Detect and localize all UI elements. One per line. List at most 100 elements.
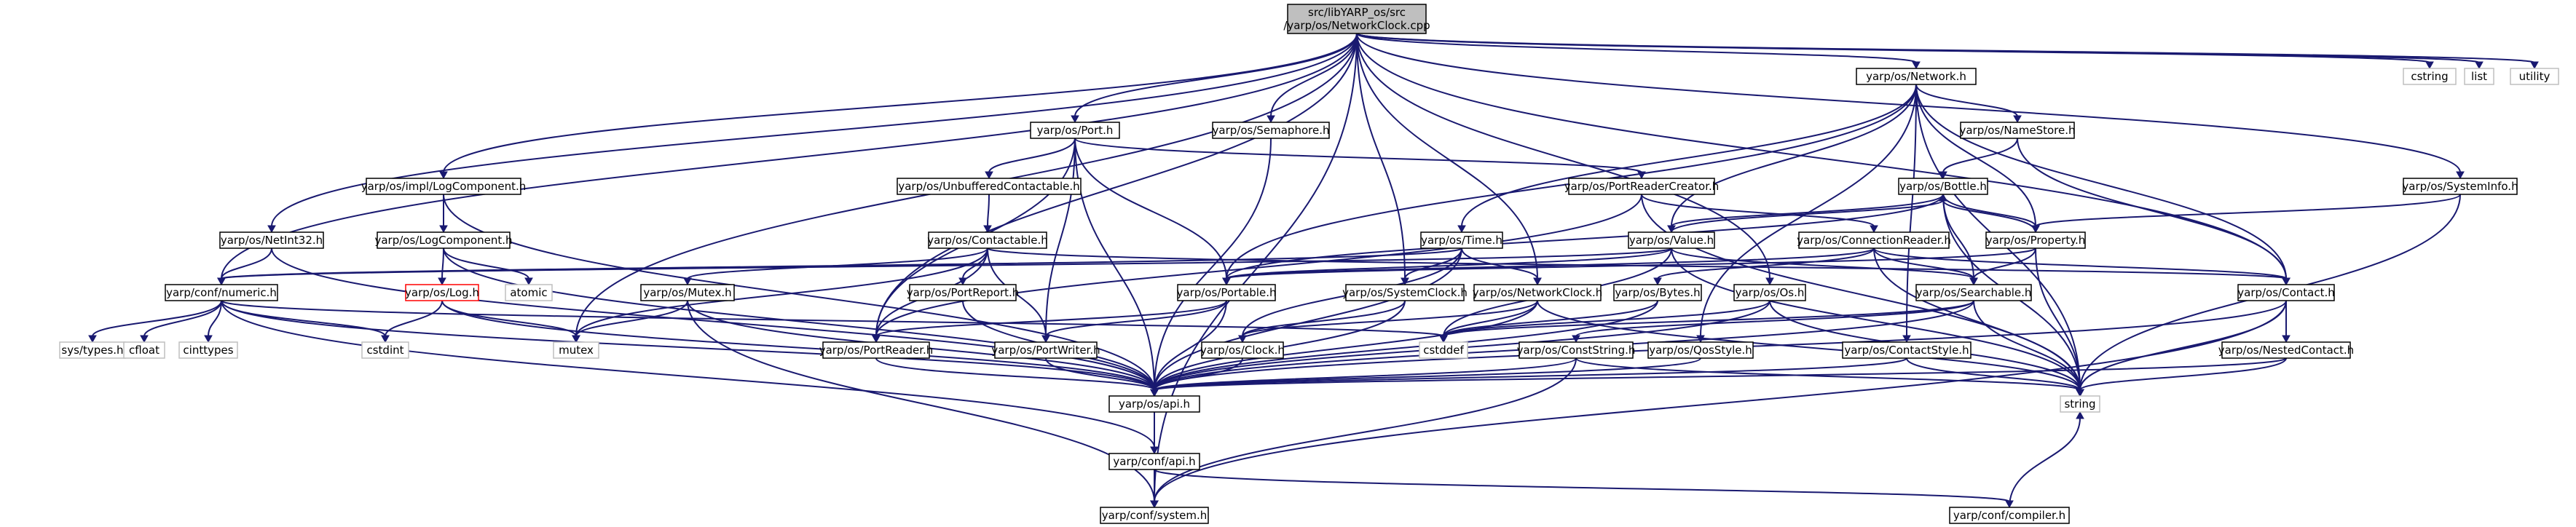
node-property[interactable]: yarp/os/Property.h <box>1985 231 2086 249</box>
node-box <box>1030 122 1120 139</box>
node-netint32[interactable]: yarp/os/NetInt32.h <box>219 231 324 249</box>
edge-portWriter-to-api <box>1045 357 1155 391</box>
node-label: yarp/os/SystemClock.h <box>1342 286 1468 299</box>
node-log-comp[interactable]: yarp/os/LogComponent.h <box>374 231 513 249</box>
nodes-layer: yarp/os/Network.h yarp/os/Port.h yarp/os/S… <box>59 68 2559 524</box>
node-label: yarp/os/Property.h <box>1986 234 2085 247</box>
node-value[interactable]: yarp/os/Value.h <box>1628 231 1715 249</box>
node-contactable[interactable]: yarp/os/Contactable.h <box>927 231 1048 249</box>
edge-portable-to-portWriter <box>1045 300 1227 337</box>
node-time[interactable]: yarp/os/Time.h <box>1420 231 1503 249</box>
node-box <box>1177 284 1276 301</box>
node-contact-style[interactable]: yarp/os/ContactStyle.h <box>1842 341 1972 359</box>
node-box <box>2403 68 2457 85</box>
node-root[interactable]: src/libYARP_os/src /yarp/os/NetworkClock… <box>1283 4 1430 34</box>
node-conn-reader[interactable]: yarp/os/ConnectionReader.h <box>1797 231 1951 249</box>
edge-nameStore-to-contact <box>2017 138 2287 280</box>
root-label-line-1: src/libYARP_os/src <box>1308 6 1406 20</box>
edge-contact-to-system <box>1154 300 2287 502</box>
node-compiler[interactable]: yarp/conf/compiler.h <box>1949 507 2070 524</box>
edge-root-to-os <box>1356 33 1770 280</box>
node-box <box>178 341 238 359</box>
edge-property-to-string <box>2035 247 2081 391</box>
node-cstring: cstring <box>2403 68 2457 85</box>
edge-arrowhead <box>1533 277 1542 286</box>
node-label: cstring <box>2411 70 2448 83</box>
node-system-info[interactable]: yarp/os/SystemInfo.h <box>2402 178 2518 195</box>
node-port[interactable]: yarp/os/Port.h <box>1030 122 1120 139</box>
node-bottle[interactable]: yarp/os/Bottle.h <box>1898 178 1988 195</box>
node-box <box>1419 341 1468 359</box>
edge-log-to-cstdint <box>385 300 443 337</box>
edge-numeric-to-cstddef <box>221 300 1444 337</box>
node-box <box>553 341 599 359</box>
node-label: string <box>2064 397 2095 411</box>
edge-arrowhead <box>1572 335 1580 344</box>
edge-connReader-to-contact <box>1873 247 2287 280</box>
node-label: yarp/os/Network.h <box>1866 70 1966 83</box>
node-semaphore[interactable]: yarp/os/Semaphore.h <box>1212 122 1330 139</box>
node-port-writer[interactable]: yarp/os/PortWriter.h <box>991 341 1100 359</box>
node-conf-api[interactable]: yarp/conf/api.h <box>1108 453 1200 470</box>
node-network[interactable]: yarp/os/Network.h <box>1856 68 1977 85</box>
node-box <box>165 284 278 301</box>
edge-arrowhead <box>1969 277 1978 286</box>
edge-arrowhead <box>1238 335 1247 344</box>
node-box <box>1108 453 1200 470</box>
node-impl-log-comp[interactable]: yarp/os/impl/LogComponent.h <box>361 178 527 195</box>
node-qos-style[interactable]: yarp/os/QosStyle.h <box>1647 341 1754 359</box>
node-os[interactable]: yarp/os/Os.h <box>1733 284 1806 301</box>
edge-network-to-value <box>1671 84 1917 227</box>
node-contact[interactable]: yarp/os/Contact.h <box>2237 284 2335 301</box>
node-unbuffered[interactable]: yarp/os/UnbufferedContactable.h <box>897 178 1082 195</box>
node-portable[interactable]: yarp/os/Portable.h <box>1177 284 1277 301</box>
edge-arrowhead <box>217 277 226 286</box>
edge-portReader-to-api <box>875 357 1155 391</box>
node-numeric[interactable]: yarp/conf/numeric.h <box>165 284 278 301</box>
node-cstdint: cstdint <box>361 341 409 359</box>
edge-arrowhead <box>2282 277 2291 286</box>
edge-arrowhead <box>983 225 992 234</box>
node-const-string[interactable]: yarp/os/ConstString.h <box>1517 341 1636 359</box>
node-log[interactable]: yarp/os/Log.h <box>405 284 479 301</box>
edge-root-to-netint32 <box>271 33 1358 227</box>
edge-network-to-contact <box>1915 84 2287 280</box>
node-box <box>928 231 1047 249</box>
node-system[interactable]: yarp/conf/system.h <box>1100 507 1209 524</box>
node-sys-clock[interactable]: yarp/os/SystemClock.h <box>1342 284 1468 301</box>
edge-arrowhead <box>1150 500 1159 509</box>
node-string: string <box>2060 395 2100 413</box>
edge-root-to-system <box>1154 33 1358 502</box>
node-searchable[interactable]: yarp/os/Searchable.h <box>1915 284 2032 301</box>
edge-arrowhead <box>985 171 993 180</box>
node-port-reader[interactable]: yarp/os/PortReader.h <box>819 341 934 359</box>
edge-root-to-netClock <box>1356 33 1538 280</box>
node-pr-creator[interactable]: yarp/os/PortReaderCreator.h <box>1564 178 1720 195</box>
node-label: yarp/os/Port.h <box>1037 124 1114 137</box>
edge-prCreator-to-connReader <box>1641 194 1875 227</box>
node-bytes[interactable]: yarp/os/Bytes.h <box>1613 284 1702 301</box>
node-net-clock[interactable]: yarp/os/NetworkClock.h <box>1473 284 1603 301</box>
edge-contactStyle-to-string <box>1906 357 2081 391</box>
node-cfloat: cfloat <box>123 341 165 359</box>
node-label: yarp/os/PortWriter.h <box>991 344 1100 357</box>
edge-arrowhead <box>2425 61 2434 70</box>
edge-numeric-to-cinttypes <box>208 300 222 337</box>
edge-sysClock-to-clock <box>1242 300 1406 337</box>
node-clock[interactable]: yarp/os/Clock.h <box>1200 341 1285 359</box>
node-name-store[interactable]: yarp/os/NameStore.h <box>1959 122 2076 139</box>
edge-clock-to-api <box>1154 357 1243 391</box>
edge-arrowhead <box>381 335 390 344</box>
node-label: yarp/os/Os.h <box>1736 286 1805 299</box>
edge-network-to-nameStore <box>1915 84 2018 117</box>
edge-searchable-to-string <box>1973 300 2081 391</box>
node-mutex-h[interactable]: yarp/os/Mutex.h <box>640 284 735 301</box>
node-port-report[interactable]: yarp/os/PortReport.h <box>907 284 1020 301</box>
node-nested-contact[interactable]: yarp/os/NestedContact.h <box>2218 341 2354 359</box>
node-api[interactable]: yarp/os/api.h <box>1108 395 1200 413</box>
node-box <box>219 231 324 249</box>
node-box <box>2237 284 2335 301</box>
edge-numeric-to-systypes <box>92 300 222 337</box>
edge-netClock-to-api <box>1154 300 1538 391</box>
edge-bottle-to-property <box>1942 194 2036 227</box>
